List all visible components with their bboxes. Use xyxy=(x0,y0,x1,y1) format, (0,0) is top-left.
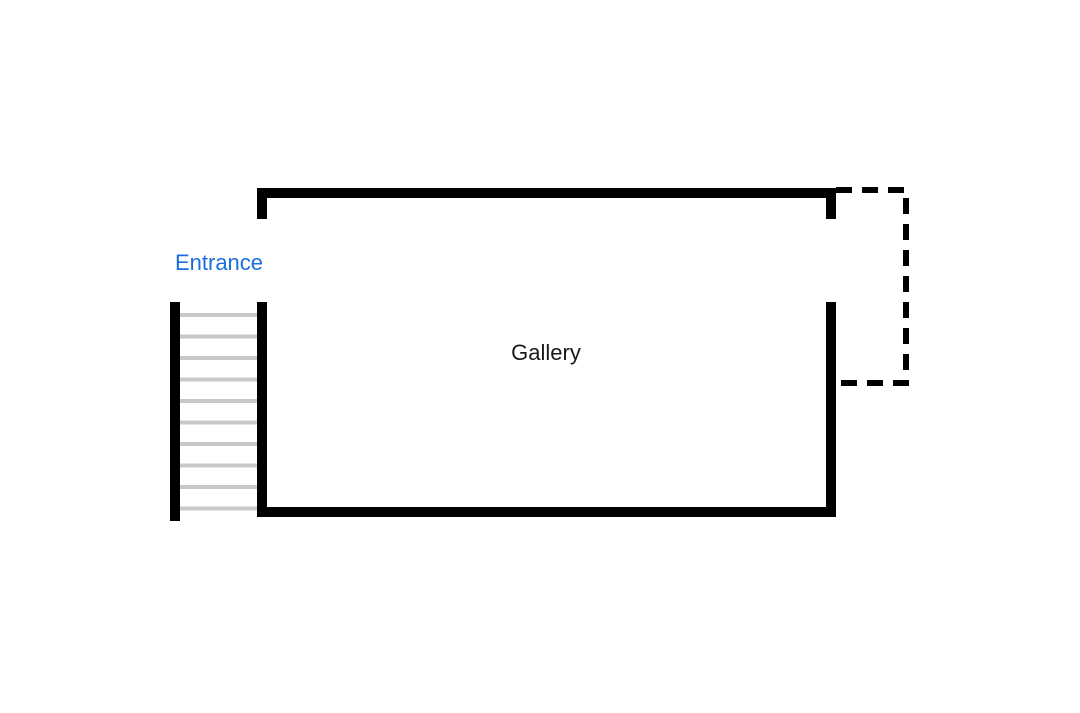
annex-dashed-outline xyxy=(836,187,909,386)
gallery-wall-top xyxy=(257,188,836,219)
gallery-wall-bottom xyxy=(257,302,836,517)
gallery-label: Gallery xyxy=(511,340,581,365)
entrance-label: Entrance xyxy=(175,250,263,275)
stairs xyxy=(178,313,258,511)
